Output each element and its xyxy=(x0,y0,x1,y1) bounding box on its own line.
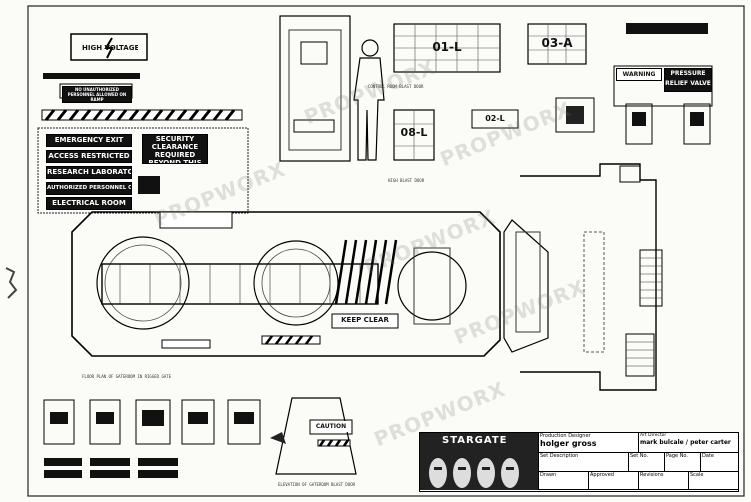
production-designer-value: holger gross xyxy=(540,439,597,448)
bottom-detail-fills xyxy=(50,410,254,426)
revisions-label: Revisions xyxy=(640,472,664,478)
blast-door-08L xyxy=(393,109,435,161)
blast-door-code-01l: 01-L xyxy=(432,40,462,54)
pressure-relief-valve-sign: PRESSURE RELIEF VALVE xyxy=(664,68,712,92)
human-scale-figure xyxy=(353,39,385,161)
panel-small-b xyxy=(683,103,711,145)
hazard-band-top xyxy=(41,109,243,121)
warning-panel-frame xyxy=(613,65,713,107)
blast-door-03A xyxy=(527,23,587,65)
security-clearance-sign: SECURITY CLEARANCE REQUIRED BEYOND THIS … xyxy=(142,134,208,164)
door-plate xyxy=(293,119,335,133)
floor-hazard-hatch xyxy=(334,239,398,305)
door-elevation xyxy=(279,15,351,162)
high-blast-door-label: HIGH BLAST DOOR xyxy=(388,178,425,183)
page-no-label: Page No. xyxy=(666,453,688,459)
high-voltage-sign: HIGH VOLTAGE xyxy=(82,44,138,52)
sheet-border xyxy=(27,5,745,497)
keep-clear-sign: KEEP CLEAR xyxy=(334,315,396,326)
stargate-logo: STARGATE xyxy=(442,435,508,446)
approved-label: Approved xyxy=(590,472,614,478)
research-laboratory-sign: RESEARCH LABORATORY xyxy=(46,166,132,179)
blast-door-code-02l: 02-L xyxy=(485,114,505,123)
production-designer-label: Production Designer xyxy=(540,433,591,439)
caution-sign: CAUTION xyxy=(312,421,350,432)
drawn-label: Drawn xyxy=(540,472,557,478)
revisions-cell: Revisions xyxy=(638,472,688,490)
keypad-screen xyxy=(566,106,584,124)
electrical-room-sign: ELECTRICAL ROOM xyxy=(46,197,132,210)
bottom-detail-panels xyxy=(43,399,261,445)
scale-label: Scale xyxy=(690,472,704,478)
title-block: STARGATE Production Designer holger gros… xyxy=(419,432,739,492)
warning-sign: WARNING xyxy=(616,68,662,81)
production-designer-cell: Production Designer holger gross xyxy=(538,433,638,453)
door-leaf xyxy=(288,29,342,151)
blast-door-code-08l: 08-L xyxy=(400,126,428,139)
unauthorized-sign: NO UNAUTHORIZED PERSONNEL ALLOWED ON RAM… xyxy=(62,86,132,103)
set-no-cell: Set No. xyxy=(628,453,664,472)
bottom-sign-strips xyxy=(44,458,178,478)
date-label: Date xyxy=(702,453,714,459)
art-director-cell: Art Director mark bulcale / peter carter xyxy=(638,433,738,453)
floor-plan-label: FLOOR PLAN OF GATEROOM IN RIGGED GATE xyxy=(82,374,172,379)
page-no-cell: Page No. xyxy=(664,453,700,472)
statue-figures-icon xyxy=(429,458,519,488)
top-right-bar xyxy=(626,23,708,34)
art-director-value: mark bulcale / peter carter xyxy=(640,439,731,446)
set-description-label: Set Description xyxy=(540,453,579,459)
bottom-hazard-strip xyxy=(261,335,321,345)
tag-plate xyxy=(138,176,160,194)
access-restricted-sign: ACCESS RESTRICTED xyxy=(46,150,132,163)
sign-panel-box xyxy=(37,127,249,214)
authorized-personnel-sign: AUTHORIZED PERSONNEL ONLY xyxy=(46,182,132,195)
blast-door-01L xyxy=(393,23,501,73)
elevation-label: ELEVATION OF GATEROOM BLAST DOOR xyxy=(278,482,356,487)
blast-door-02L xyxy=(471,109,519,129)
control-room-plan xyxy=(503,163,663,391)
door-window xyxy=(300,41,328,65)
set-description-cell: Set Description xyxy=(538,453,628,472)
torn-edge xyxy=(5,267,18,299)
tape-strip xyxy=(43,73,140,79)
blast-door-code-03a: 03-A xyxy=(541,36,573,50)
panel-small-a xyxy=(625,103,653,145)
keypad-panel xyxy=(555,97,595,133)
control-room-blast-door-label: CONTROL ROOM BLAST DOOR xyxy=(368,84,424,89)
approved-cell: Approved xyxy=(588,472,638,490)
drawn-cell: Drawn xyxy=(538,472,588,490)
date-cell: Date xyxy=(700,453,738,472)
logo-panel: STARGATE xyxy=(420,433,538,490)
scale-cell: Scale xyxy=(688,472,738,490)
lightning-bolt-icon xyxy=(104,37,114,59)
art-director-label: Art Director xyxy=(640,433,667,438)
high-voltage-frame xyxy=(70,33,148,61)
blast-door-elevation-bottom xyxy=(270,397,357,475)
set-no-label: Set No. xyxy=(630,453,649,459)
emergency-exit-sign: EMERGENCY EXIT xyxy=(46,134,132,147)
